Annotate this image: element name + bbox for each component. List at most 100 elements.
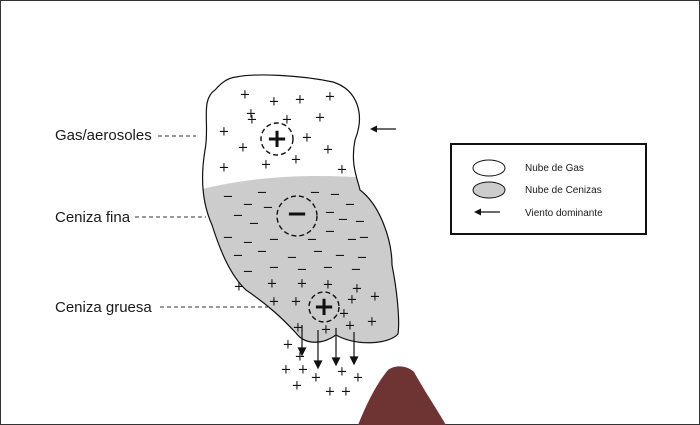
negative-charge: − <box>243 236 254 251</box>
legend-ash-label: Nube de Cenizas <box>525 185 602 196</box>
label-fine-ash: Ceniza fina <box>55 209 131 226</box>
negative-charge: − <box>313 245 324 260</box>
positive-charge: + <box>295 93 306 108</box>
positive-charge: + <box>269 295 280 310</box>
legend-wind-arrow-icon <box>474 208 500 216</box>
positive-charge: + <box>347 293 358 308</box>
negative-charge: − <box>310 186 321 201</box>
coarse-ash-charge-sign: + <box>313 292 335 322</box>
positive-charge: + <box>315 111 326 126</box>
positive-charge: + <box>302 131 313 146</box>
positive-charge: + <box>267 277 278 292</box>
negative-charge: − <box>287 251 298 266</box>
negative-charge: − <box>249 217 260 232</box>
positive-charge: + <box>219 161 230 176</box>
positive-charge: + <box>367 315 378 330</box>
negative-charge: − <box>330 188 341 203</box>
positive-charge: + <box>321 323 332 338</box>
legend-ash-swatch <box>472 181 506 199</box>
legend-gas-swatch <box>472 159 506 177</box>
charge-centers: + − + <box>260 122 340 323</box>
positive-charge: + <box>291 295 302 310</box>
negative-charge: − <box>323 261 334 276</box>
coarse-ash-charge-circle <box>308 291 340 323</box>
negative-charge: − <box>243 198 254 213</box>
positive-charge: + <box>295 350 306 365</box>
label-coarse-ash: Ceniza gruesa <box>55 299 152 316</box>
positive-charge: + <box>352 282 363 297</box>
positive-charge: + <box>283 338 294 353</box>
positive-charge: + <box>293 321 304 336</box>
negative-charge: − <box>347 233 358 248</box>
negative-charge: − <box>269 233 280 248</box>
fine-ash-charge-sign: − <box>286 199 308 229</box>
negative-charge: − <box>233 209 244 224</box>
fall-arrow <box>297 325 307 357</box>
positive-charge: + <box>353 371 364 386</box>
negative-charge: − <box>335 249 346 264</box>
negative-charge: − <box>223 231 234 246</box>
negative-charge: − <box>357 251 368 266</box>
positive-charge: + <box>337 163 348 178</box>
positive-charge: + <box>339 307 350 322</box>
negative-charge: − <box>297 263 308 278</box>
legend-gas-label: Nube de Gas <box>525 163 584 174</box>
positive-charge: + <box>291 153 302 168</box>
negative-charge: − <box>338 213 349 228</box>
fall-arrow <box>349 332 359 366</box>
fall-arrow <box>313 330 323 370</box>
positive-charge: + <box>261 158 272 173</box>
positive-charge: + <box>337 365 348 380</box>
positive-charge: + <box>269 95 280 110</box>
fine-ash-charge-circle <box>276 195 318 237</box>
positive-charge: + <box>240 88 251 103</box>
gas-charge-circle <box>260 122 294 156</box>
negative-charge: − <box>263 201 274 216</box>
positive-charge: + <box>325 90 336 105</box>
negative-charge: − <box>355 215 366 230</box>
gas-charge-sign: + <box>266 124 288 154</box>
positive-charge: + <box>247 113 258 128</box>
positive-charge: + <box>219 125 230 140</box>
negative-charge: − <box>223 190 234 205</box>
positive-charge: + <box>234 280 245 295</box>
coarse-ash-positive-charges: ++++++++++++++ <box>234 277 381 338</box>
negative-charge: − <box>359 231 370 246</box>
side-labels: Gas/aerosoles Ceniza fina Ceniza gruesa <box>55 127 272 316</box>
positive-charge: + <box>341 385 352 400</box>
fine-ash-negative-charges: −−−−−−−−−−−−−−−−−−−−−−−−−−−−−− <box>223 186 370 280</box>
positive-charge: + <box>246 107 257 122</box>
negative-charge: − <box>257 186 268 201</box>
positive-charge: + <box>323 143 334 158</box>
positive-charge: + <box>282 113 293 128</box>
negative-charge: − <box>307 233 318 248</box>
label-gas-aerosols: Gas/aerosoles <box>55 127 152 144</box>
legend-wind-label: Viento dominante <box>525 208 603 219</box>
negative-charge: − <box>325 225 336 240</box>
negative-charge: − <box>269 261 280 276</box>
volcano-cone <box>358 366 446 425</box>
negative-charge: − <box>351 263 362 278</box>
positive-charge: + <box>345 319 356 334</box>
positive-charge: + <box>323 278 334 293</box>
gas-positive-charges: ++++++++++++++++ <box>219 88 348 178</box>
negative-charge: − <box>257 245 268 260</box>
positive-charge: + <box>311 371 322 386</box>
positive-charge: + <box>297 277 308 292</box>
wind-arrow <box>370 125 396 133</box>
fall-arrow <box>331 328 341 367</box>
negative-charge: − <box>325 206 336 221</box>
negative-charge: − <box>233 249 244 264</box>
negative-charge: − <box>243 265 254 280</box>
falling-ash-positive-charges: ++++++++++ <box>281 338 364 400</box>
negative-charge: − <box>345 198 356 213</box>
positive-charge: + <box>292 379 303 394</box>
positive-charge: + <box>281 363 292 378</box>
positive-charge: + <box>298 363 309 378</box>
positive-charge: + <box>325 385 336 400</box>
falling-ash-arrows <box>297 325 359 370</box>
positive-charge: + <box>238 141 249 156</box>
positive-charge: + <box>370 290 381 305</box>
